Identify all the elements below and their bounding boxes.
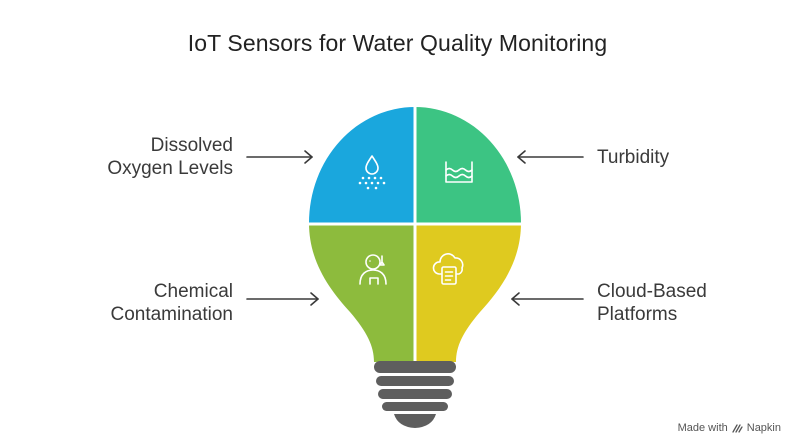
page-title: IoT Sensors for Water Quality Monitoring bbox=[187, 30, 608, 56]
arrow-turbidity bbox=[517, 150, 584, 164]
watermark-prefix: Made with bbox=[677, 422, 728, 434]
label-turbidity: Turbidity bbox=[597, 146, 669, 169]
segment-dissolved-oxygen bbox=[309, 107, 415, 224]
label-line: Chemical bbox=[153, 281, 233, 302]
scientist-icon bbox=[359, 254, 387, 285]
label-dissolved-oxygen: Dissolved Oxygen Levels bbox=[107, 134, 233, 180]
arrow-chemical-contamination bbox=[246, 292, 319, 306]
segment-cloud-based-platforms bbox=[415, 224, 521, 362]
arrow-dissolved-oxygen bbox=[246, 150, 313, 164]
watermark-brand: Napkin bbox=[746, 422, 781, 434]
label-line: Turbidity bbox=[597, 147, 670, 168]
cloud-document-icon bbox=[432, 253, 464, 285]
water-waves-icon bbox=[445, 161, 473, 183]
segment-chemical-contamination bbox=[309, 224, 415, 362]
label-line: Dissolved bbox=[150, 135, 233, 156]
water-drop-sprinkle-icon bbox=[358, 155, 386, 190]
label-line: Cloud-Based bbox=[597, 281, 707, 302]
label-line: Oxygen Levels bbox=[107, 158, 233, 179]
napkin-watermark[interactable]: Made with Napkin bbox=[678, 422, 781, 434]
arrow-cloud-based-platforms bbox=[511, 292, 584, 306]
label-cloud-based-platforms: Cloud-Based Platforms bbox=[597, 280, 707, 326]
label-chemical-contamination: Chemical Contamination bbox=[110, 280, 233, 326]
label-line: Contamination bbox=[110, 304, 233, 325]
label-line: Platforms bbox=[597, 304, 678, 325]
napkin-logo-icon bbox=[732, 423, 743, 433]
bulb-base bbox=[374, 361, 456, 428]
